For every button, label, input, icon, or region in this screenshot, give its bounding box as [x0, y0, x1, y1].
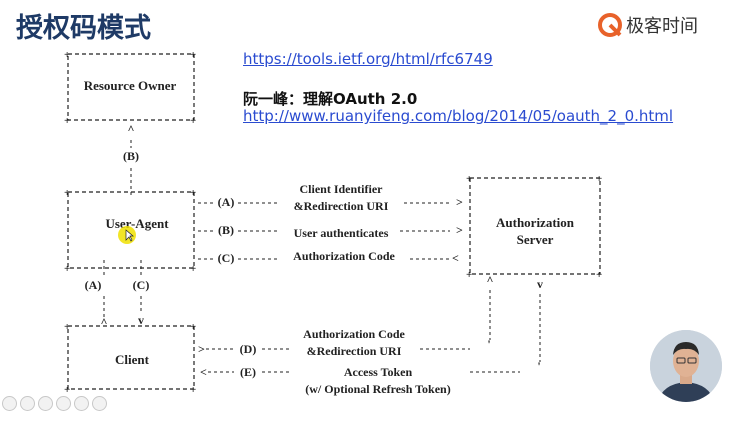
label-b-vertical: (B) [123, 149, 139, 163]
article-title: 阮一峰：理解OAuth 2.0 [243, 90, 418, 108]
arrow-up-glyph: ^ [128, 122, 135, 136]
msg-user-authenticates: User authenticates [294, 226, 389, 240]
msg-refresh-token: (w/ Optional Refresh Token) [305, 382, 450, 396]
slide-toolbar [2, 396, 107, 411]
brand-name: 极客时间 [626, 16, 698, 37]
next-icon[interactable] [20, 396, 35, 411]
svg-text:': ' [537, 359, 540, 373]
msg-authorization-code-2: Authorization Code [303, 327, 405, 341]
arrow-a-head: > [456, 195, 463, 209]
resource-owner-box [67, 53, 195, 121]
svg-text:+: + [596, 269, 602, 281]
user-agent-label: User-Agent [105, 216, 169, 231]
msg-client-identifier: Client Identifier [300, 182, 384, 196]
msg-access-token: Access Token [344, 365, 413, 379]
svg-text:+: + [64, 263, 70, 275]
arrow-up-glyph-a: ^ [101, 315, 108, 329]
svg-text:': ' [487, 337, 490, 351]
arrow-b-label: (B) [218, 223, 234, 237]
client-label: Client [115, 352, 150, 367]
arrow-e-head: < [200, 365, 207, 379]
label-c-vertical: (C) [133, 278, 150, 292]
svg-text:+: + [190, 49, 196, 61]
presenter-video [650, 330, 722, 402]
slides-icon[interactable] [56, 396, 71, 411]
prev-icon[interactable] [2, 396, 17, 411]
svg-text:+: + [190, 187, 196, 199]
svg-text:+: + [64, 49, 70, 61]
authorization-server-label-1: Authorization [496, 215, 575, 230]
svg-text:+: + [466, 173, 472, 185]
msg-authorization-code-1: Authorization Code [293, 249, 395, 263]
corner-markers: + + + + + + + + + + + + + + + + [64, 49, 602, 396]
svg-text:+: + [64, 321, 70, 333]
arrow-e-label: (E) [240, 365, 256, 379]
pen-icon[interactable] [38, 396, 53, 411]
svg-text:+: + [190, 115, 196, 127]
arrow-down-glyph-c: v [138, 313, 144, 327]
geektime-logo-icon [598, 13, 622, 37]
authorization-server-box [469, 177, 601, 275]
arrow-d-head: > [198, 342, 205, 356]
svg-text:+: + [190, 263, 196, 275]
slide-title: 授权码模式 [16, 13, 151, 44]
svg-text:+: + [64, 115, 70, 127]
article-link[interactable]: http://www.ruanyifeng.com/blog/2014/05/o… [243, 107, 674, 125]
authorization-server-label-2: Server [517, 232, 554, 247]
svg-text:+: + [596, 173, 602, 185]
svg-text:+: + [64, 187, 70, 199]
resource-owner-label: Resource Owner [84, 78, 177, 93]
msg-redirection-uri-1: &Redirection URI [294, 199, 389, 213]
mouse-pointer-icon [125, 229, 134, 242]
arrow-b-head: > [456, 223, 463, 237]
arrow-c-label: (C) [218, 251, 235, 265]
msg-redirection-uri-2: &Redirection URI [307, 344, 402, 358]
rfc-link[interactable]: https://tools.ietf.org/html/rfc6749 [243, 50, 493, 68]
presenter-avatar-icon [650, 330, 722, 402]
brand-logo: 极客时间 [598, 10, 698, 40]
zoom-icon[interactable] [74, 396, 89, 411]
arrow-up-glyph-d: ^ [487, 273, 494, 287]
svg-text:+: + [466, 269, 472, 281]
svg-text:+: + [64, 384, 70, 396]
more-icon[interactable] [92, 396, 107, 411]
arrow-d-label: (D) [240, 342, 257, 356]
svg-text:+: + [190, 384, 196, 396]
client-box [67, 325, 195, 390]
arrow-down-glyph-e: v [537, 277, 543, 291]
label-a-vertical: (A) [85, 278, 102, 292]
svg-text:+: + [190, 321, 196, 333]
arrow-a-label: (A) [218, 195, 235, 209]
arrow-c-head: < [452, 251, 459, 265]
